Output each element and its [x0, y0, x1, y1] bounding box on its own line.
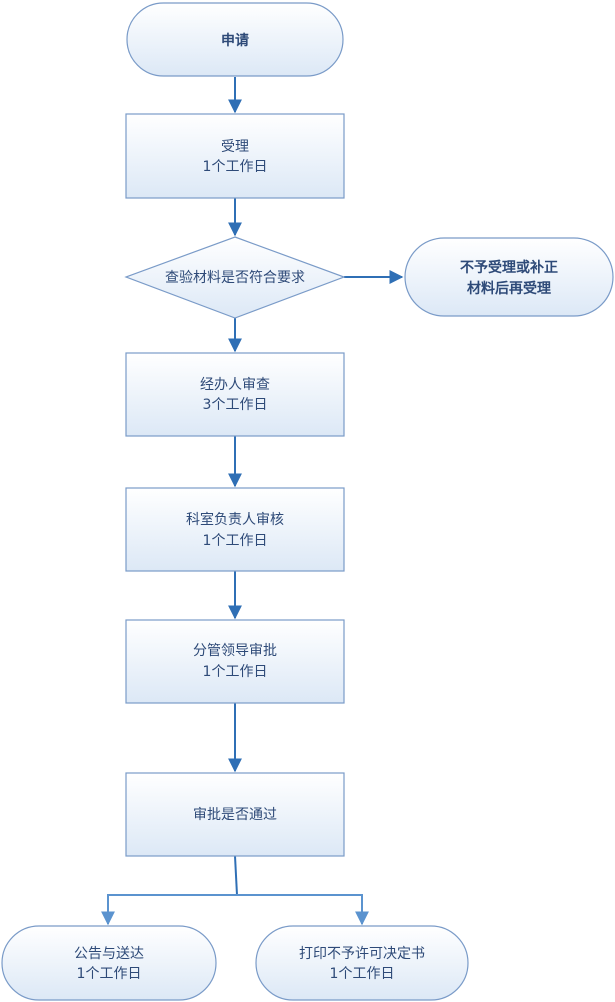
process-shape: [125, 487, 345, 572]
node-handler-review-label: 经办人审查: [200, 377, 270, 393]
node-reject-supplement: 不予受理或补正 材料后再受理: [404, 237, 614, 317]
node-accept-label: 受理: [221, 139, 249, 155]
node-leader-approval-label: 分管领导审批: [193, 643, 277, 659]
node-leader-approval-duration: 1个工作日: [203, 664, 268, 680]
node-section-review: 科室负责人审核 1个工作日: [125, 487, 345, 572]
node-announce-deliver-label: 公告与送达: [74, 946, 144, 962]
node-handler-review-duration: 3个工作日: [203, 397, 268, 413]
process-shape: [125, 113, 345, 199]
node-check-materials: 查验材料是否符合要求: [124, 236, 346, 319]
node-check-materials-label: 查验材料是否符合要求: [165, 270, 305, 286]
node-accept-duration: 1个工作日: [203, 159, 268, 175]
node-start: 申请: [126, 2, 344, 77]
terminal-shape: [126, 2, 344, 77]
node-start-label: 申请: [221, 32, 249, 49]
node-handler-review: 经办人审查 3个工作日: [125, 352, 345, 437]
connector-decision-down: [234, 855, 238, 896]
connectors: [228, 77, 404, 896]
decision-shape: [124, 236, 346, 319]
terminal-shape: [1, 925, 217, 1001]
node-section-review-duration: 1个工作日: [203, 533, 268, 549]
node-reject-supplement-line1: 不予受理或补正: [460, 259, 558, 276]
node-print-denial: 打印不予许可决定书 1个工作日: [255, 925, 469, 1001]
node-print-denial-label: 打印不予许可决定书: [299, 945, 425, 962]
branch-bar: [107, 894, 363, 922]
terminal-shape: [404, 237, 614, 317]
node-accept: 受理 1个工作日: [125, 113, 345, 199]
node-announce-deliver-duration: 1个工作日: [77, 966, 142, 982]
process-shape: [125, 772, 345, 857]
branch-connectors: [101, 894, 369, 926]
node-print-denial-duration: 1个工作日: [330, 966, 395, 982]
process-shape: [125, 619, 345, 704]
node-approved-decision-label: 审批是否通过: [193, 807, 277, 823]
process-shape: [125, 352, 345, 437]
node-announce-deliver: 公告与送达 1个工作日: [1, 925, 217, 1001]
node-reject-supplement-line2: 材料后再受理: [467, 280, 551, 297]
node-leader-approval: 分管领导审批 1个工作日: [125, 619, 345, 704]
node-approved-decision: 审批是否通过: [125, 772, 345, 857]
terminal-shape: [255, 925, 469, 1001]
node-section-review-label: 科室负责人审核: [186, 511, 284, 528]
